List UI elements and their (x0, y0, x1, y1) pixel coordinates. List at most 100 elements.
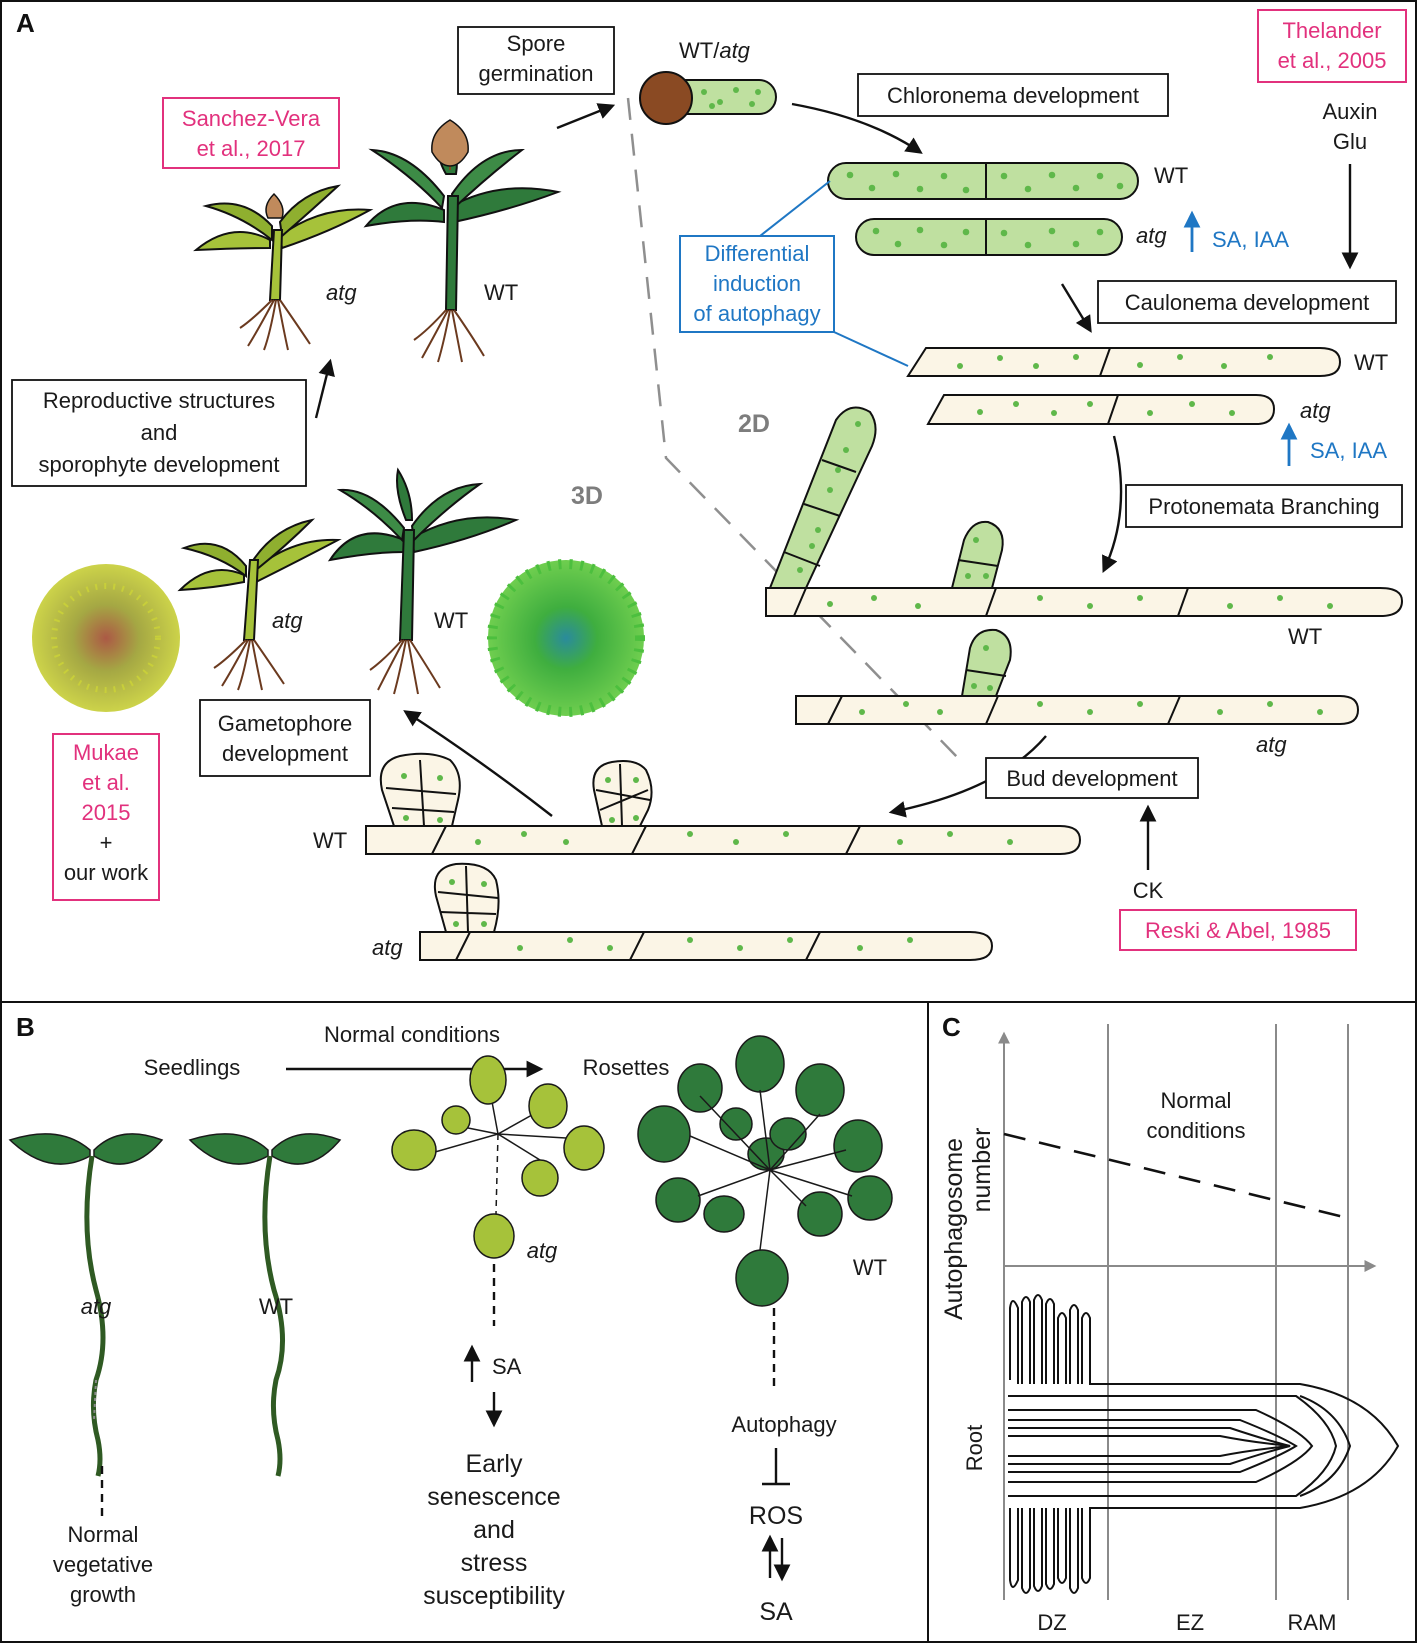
bud-filament-atg (419, 862, 994, 961)
thelander-line2: et al., 2005 (1278, 48, 1387, 73)
our-work-label: our work (64, 860, 149, 885)
sanchez-citation-box (162, 97, 340, 169)
caulonema-atg-label: atg (1300, 398, 1331, 423)
mukae-plus: + (100, 830, 113, 855)
spore-icon (639, 71, 777, 125)
early-line3: and (473, 1516, 515, 1544)
ros-label: ROS (749, 1502, 803, 1530)
reproductive-line3: sporophyte development (39, 452, 280, 477)
mukae-line3: 2015 (82, 800, 131, 825)
rosette-wt-icon (637, 1035, 893, 1307)
arrow-to-sporophyte (314, 358, 335, 419)
arrow-to-chloronema (791, 102, 923, 154)
chloronema-filament-wt (827, 162, 1139, 200)
bud-development-label: Bud development (1006, 766, 1177, 791)
reproductive-box (11, 379, 307, 487)
spore-germination-line2: germination (479, 61, 594, 86)
sa-iaa-label-1: SA, IAA (1212, 227, 1289, 252)
chloronema-atg-label: atg (1136, 223, 1167, 248)
sporophyte-wt-label: WT (484, 280, 518, 305)
sanchez-line1: Sanchez-Vera (182, 106, 321, 131)
panel-b-letter: B (16, 1012, 35, 1042)
root-tip-icon (1008, 1294, 1400, 1594)
wt-atg-label: WT/atg (679, 38, 751, 63)
normal-conditions-label: Normal conditions (324, 1022, 500, 1047)
protonemata-branching-box (1125, 484, 1403, 528)
moss-colony-atg-icon (32, 564, 180, 712)
protonemata-branching-label: Protonemata Branching (1148, 494, 1379, 519)
panel-c: C Autophagosome number Normal conditions… (940, 1012, 1400, 1635)
chloronema-filament-atg (855, 218, 1123, 256)
caulonema-filament-atg (926, 394, 1276, 425)
blue-link-chloronema (759, 180, 831, 237)
gametophore-wt-icon (327, 467, 520, 695)
normal-growth-line1: Normal (68, 1522, 139, 1547)
differential-line1: Differential (705, 241, 810, 266)
autophagy-label: Autophagy (731, 1412, 836, 1437)
seedling-atg-icon (8, 1133, 164, 1477)
arrow-to-spore (556, 103, 616, 130)
branched-filament-atg (795, 628, 1360, 725)
sporophyte-wt-icon (363, 119, 562, 363)
seedling-wt-label: WT (259, 1294, 293, 1319)
autophagosome-trend-line (1003, 1132, 1349, 1220)
root-label: Root (962, 1425, 987, 1471)
sporophyte-atg-icon (193, 184, 374, 351)
auxin-label: Auxin (1322, 99, 1377, 124)
sa-iaa-label-2: SA, IAA (1310, 438, 1387, 463)
early-line2: senescence (427, 1483, 560, 1511)
differential-line2: induction (713, 271, 801, 296)
mukae-line2: et al. (82, 770, 130, 795)
gametophore-line2: development (222, 741, 348, 766)
arrow-to-caulonema (1060, 283, 1092, 333)
ck-label: CK (1133, 878, 1164, 903)
bud-wt-label: WT (313, 828, 347, 853)
panel-b: B Normal conditions Seedlings Rosettes a… (8, 1012, 893, 1626)
caulonema-wt-label: WT (1354, 350, 1388, 375)
mukae-citation-box (52, 733, 160, 901)
caulonema-label: Caulonema development (1125, 290, 1370, 315)
gametophore-wt-label: WT (434, 608, 468, 633)
thelander-citation-box (1257, 9, 1407, 83)
rosettes-label: Rosettes (583, 1055, 670, 1080)
early-line1: Early (466, 1450, 523, 1478)
sa-bottom-label: SA (759, 1598, 793, 1626)
chloronema-wt-label: WT (1154, 163, 1188, 188)
sa-label: SA (492, 1354, 522, 1379)
arrow-to-bud (888, 735, 1047, 818)
reproductive-line1: Reproductive structures (43, 388, 275, 413)
spore-germination-box (457, 26, 615, 95)
reproductive-line2: and (141, 420, 178, 445)
spore-germination-line1: Spore (507, 31, 566, 56)
normal-conditions-c-line2: conditions (1146, 1118, 1245, 1143)
gametophore-atg-icon (177, 518, 342, 691)
branched-filament-wt (765, 406, 1404, 617)
reski-label: Reski & Abel, 1985 (1145, 918, 1331, 943)
zone-label-ram: RAM (1288, 1610, 1337, 1635)
bud-filament-wt (365, 752, 1082, 855)
normal-growth-line3: growth (70, 1582, 136, 1607)
seedlings-label: Seedlings (144, 1055, 241, 1080)
chloronema-label: Chloronema development (887, 83, 1139, 108)
glu-label: Glu (1333, 129, 1367, 154)
gametophore-line1: Gametophore (218, 711, 353, 736)
label-3d: 3D (571, 482, 603, 510)
rosette-atg-icon (391, 1055, 605, 1259)
bud-development-box (985, 757, 1199, 799)
branched-atg-label: atg (1256, 732, 1287, 757)
thelander-line1: Thelander (1282, 18, 1381, 43)
rosette-atg-label: atg (527, 1238, 558, 1263)
branched-wt-label: WT (1288, 624, 1322, 649)
seedling-atg-label: atg (81, 1294, 112, 1319)
caulonema-box (1097, 280, 1397, 324)
arrow-to-branching (1102, 435, 1123, 574)
sanchez-line2: et al., 2017 (197, 136, 306, 161)
gametophore-atg-label: atg (272, 608, 303, 633)
seedling-wt-icon (188, 1133, 342, 1477)
early-line5: susceptibility (423, 1582, 565, 1610)
label-2d: 2D (738, 410, 770, 438)
y-axis-label-line2: number (968, 1128, 996, 1213)
gametophore-box (199, 699, 371, 777)
